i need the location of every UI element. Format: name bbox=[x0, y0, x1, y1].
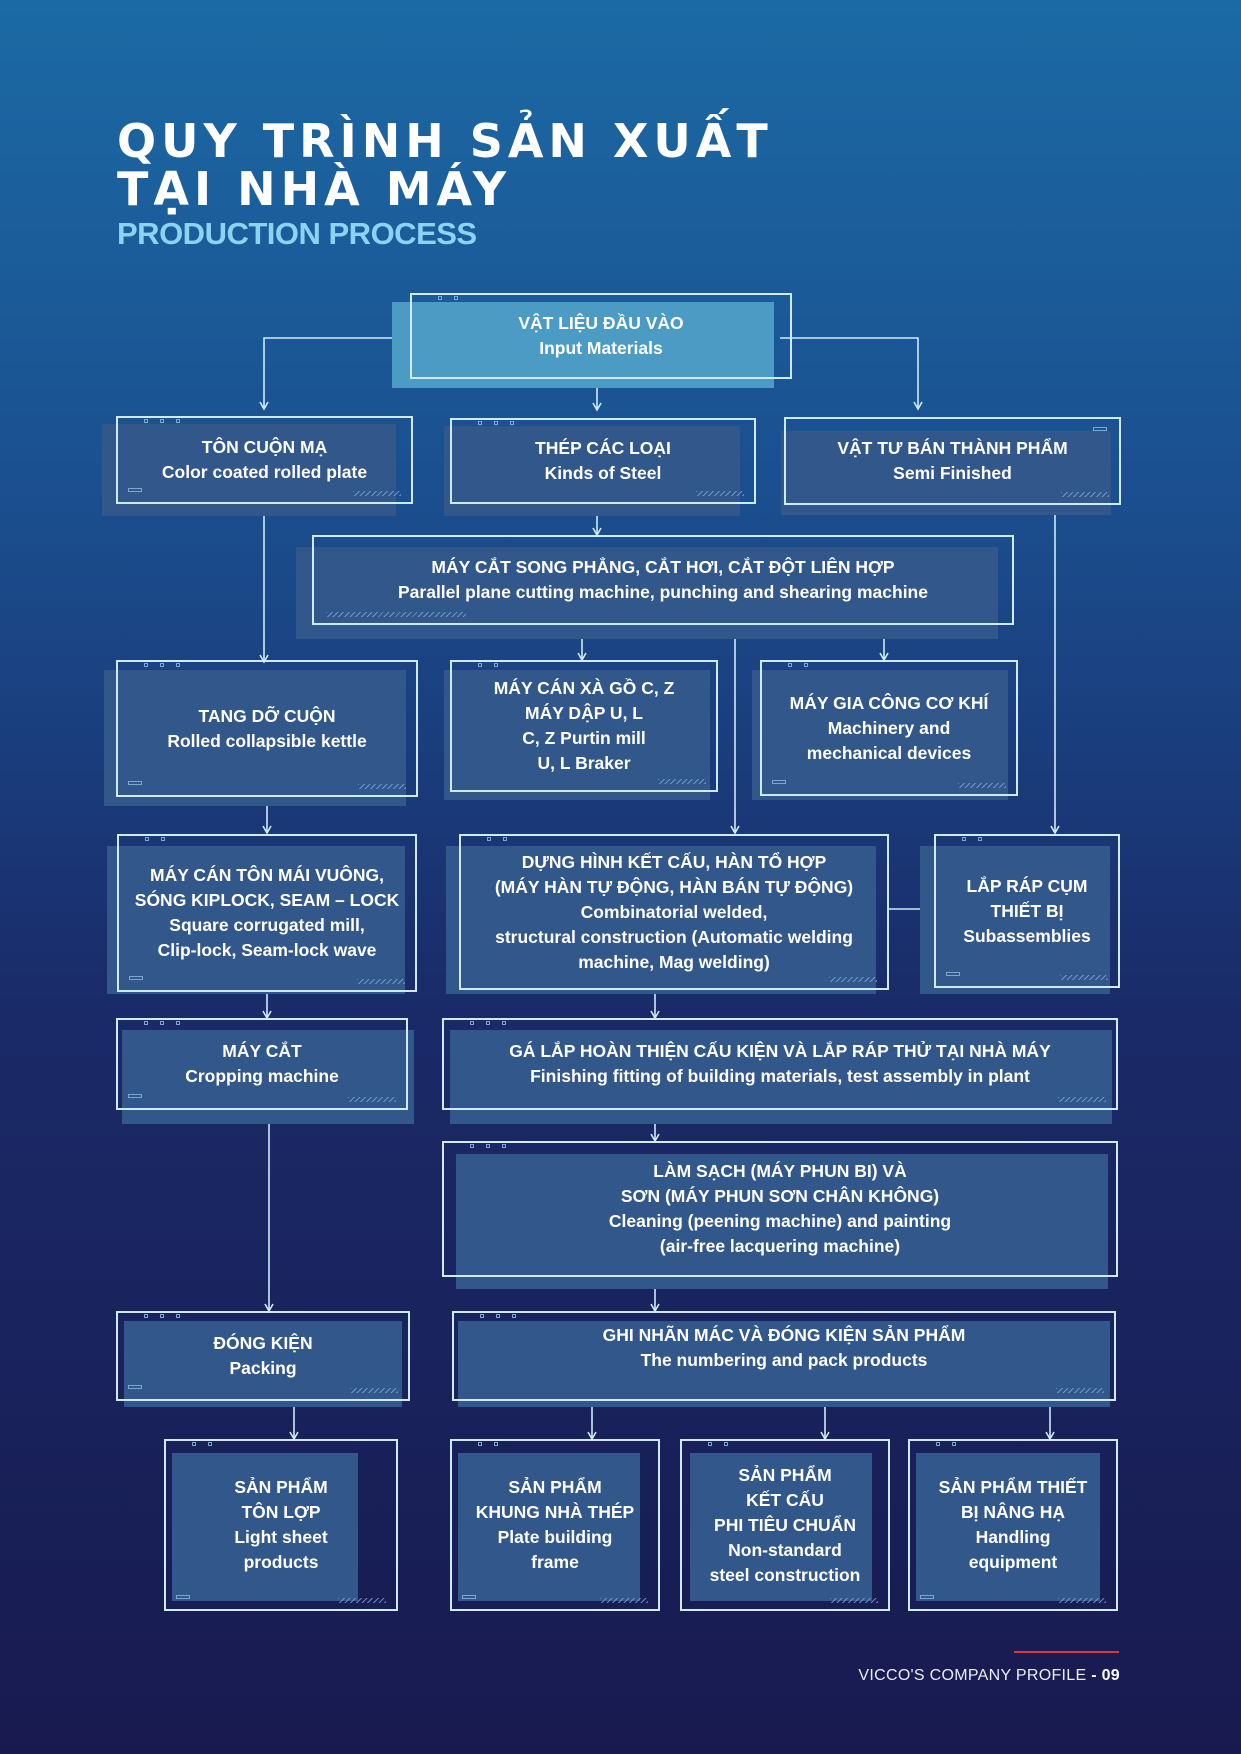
node-title: MÁY GIA CÔNG CƠ KHÍ bbox=[789, 692, 989, 713]
connector-input-to-color-coated bbox=[259, 337, 410, 411]
node-subtitle: (air-free lacquering machine) bbox=[659, 1236, 901, 1256]
node-title: MÁY CẮT bbox=[222, 1041, 302, 1061]
node-subassemblies: LẮP RÁP CỤM THIẾT BỊ Subassemblies bbox=[920, 834, 1120, 994]
node-title: TÔN LỢP bbox=[241, 1502, 321, 1522]
node-subtitle: Finishing fitting of building materials,… bbox=[530, 1066, 1030, 1086]
node-light-sheet-products: SẢN PHẨM TÔN LỢP Light sheet products bbox=[162, 1439, 400, 1613]
node-subtitle: Input Materials bbox=[539, 338, 663, 358]
node-title: TÔN CUỘN MẠ bbox=[201, 437, 328, 457]
node-subtitle: Handling bbox=[975, 1527, 1051, 1547]
node-subtitle: Cropping machine bbox=[185, 1066, 339, 1086]
node-semi-finished: VẬT TƯ BÁN THÀNH PHẨM Semi Finished bbox=[781, 417, 1121, 516]
node-subtitle: Combinatorial welded, bbox=[580, 901, 768, 922]
node-subtitle: The numbering and pack products bbox=[640, 1350, 928, 1370]
node-title: SẢN PHẨM bbox=[738, 1464, 832, 1485]
node-cleaning: LÀM SẠCH (MÁY PHUN BI) VÀ SƠN (MÁY PHUN … bbox=[440, 1141, 1120, 1289]
node-subtitle: Packing bbox=[229, 1358, 297, 1378]
node-subtitle: C, Z Purtin mill bbox=[522, 728, 646, 748]
node-subtitle: Semi Finished bbox=[893, 463, 1012, 483]
footer-separator: - bbox=[1086, 1667, 1102, 1684]
node-subtitle: Subassemblies bbox=[963, 925, 1091, 946]
node-title: GHI NHÃN MÁC VÀ ĐÓNG KIỆN SẢN PHẨM bbox=[602, 1325, 966, 1345]
connector-input-to-semi-finished bbox=[780, 337, 923, 411]
node-handling-equipment: SẢN PHẨM THIẾT BỊ NÂNG HẠ Handling equip… bbox=[906, 1439, 1120, 1613]
node-subtitle: steel construction bbox=[709, 1564, 861, 1585]
node-subtitle: structural construction (Automatic weldi… bbox=[495, 926, 853, 947]
node-title: SƠN (MÁY PHUN SƠN CHÂN KHÔNG) bbox=[620, 1186, 940, 1206]
footer-accent-line bbox=[1014, 1651, 1119, 1653]
footer-page-number: 09 bbox=[1101, 1667, 1120, 1684]
node-title: KHUNG NHÀ THÉP bbox=[475, 1502, 635, 1522]
node-title: SÓNG KIPLOCK, SEAM – LOCK bbox=[134, 890, 400, 910]
node-title: KẾT CẤU bbox=[746, 1489, 824, 1510]
node-subtitle: products bbox=[243, 1552, 319, 1572]
node-title: DỰNG HÌNH KẾT CẤU, HÀN TỔ HỢP bbox=[521, 851, 827, 872]
node-numbering: GHI NHÃN MÁC VÀ ĐÓNG KIỆN SẢN PHẨM The n… bbox=[448, 1311, 1120, 1407]
node-kinds-of-steel: THÉP CÁC LOẠI Kinds of Steel bbox=[444, 418, 756, 516]
node-subtitle: Color coated rolled plate bbox=[161, 462, 368, 482]
node-title: THIẾT BỊ bbox=[990, 900, 1064, 921]
page-footer: VICCO'S COMPANY PROFILE - 09 bbox=[858, 1667, 1120, 1685]
node-non-standard-steel: SẢN PHẨM KẾT CẤU PHI TIÊU CHUẨN Non-stan… bbox=[678, 1439, 892, 1613]
node-title: ĐÓNG KIỆN bbox=[213, 1333, 313, 1353]
footer-company: VICCO'S COMPANY PROFILE bbox=[858, 1667, 1087, 1684]
node-title: BỊ NÂNG HẠ bbox=[960, 1502, 1066, 1522]
node-subtitle: mechanical devices bbox=[806, 742, 972, 763]
node-subtitle: Clip-lock, Seam-lock wave bbox=[157, 940, 377, 960]
node-subtitle: Machinery and bbox=[827, 717, 951, 738]
node-input-materials: VẬT LIỆU ĐẦU VÀO Input Materials bbox=[392, 293, 792, 392]
node-subtitle: U, L Braker bbox=[537, 753, 631, 773]
page-title-line2: TẠI NHÀ MÁY bbox=[117, 162, 512, 216]
node-purlin-mill: MÁY CÁN XÀ GỒ C, Z MÁY DẬP U, L C, Z Pur… bbox=[444, 660, 720, 800]
page-subtitle: PRODUCTION PROCESS bbox=[117, 216, 477, 251]
node-subtitle: Rolled collapsible kettle bbox=[167, 730, 367, 751]
node-title: VẬT LIỆU ĐẦU VÀO bbox=[518, 313, 684, 333]
node-title: MÁY CÁN TÔN MÁI VUÔNG, bbox=[150, 865, 384, 885]
node-title: SẢN PHẨM bbox=[234, 1477, 328, 1497]
node-title: MÁY DẬP U, L bbox=[525, 703, 643, 723]
page-title-line1: QUY TRÌNH SẢN XUẤT bbox=[117, 114, 773, 168]
node-cutting-machine: MÁY CẮT SONG PHẲNG, CẮT HƠI, CẮT ĐỘT LIÊ… bbox=[296, 535, 1018, 641]
node-subtitle: machine, Mag welding) bbox=[578, 951, 770, 972]
node-welding: DỰNG HÌNH KẾT CẤU, HÀN TỔ HỢP (MÁY HÀN T… bbox=[446, 834, 889, 994]
node-subtitle: equipment bbox=[968, 1552, 1058, 1572]
node-title: SẢN PHẨM THIẾT bbox=[938, 1477, 1088, 1497]
node-title: LẮP RÁP CỤM bbox=[966, 875, 1088, 896]
node-collapsible-kettle: TANG DỠ CUỘN Rolled collapsible kettle bbox=[104, 660, 418, 806]
node-subtitle: frame bbox=[531, 1552, 579, 1572]
node-title: MÁY CẮT SONG PHẲNG, CẮT HƠI, CẮT ĐỘT LIÊ… bbox=[431, 557, 895, 577]
node-title: (MÁY HÀN TỰ ĐỘNG, HÀN BÁN TỰ ĐỘNG) bbox=[494, 876, 854, 897]
node-subtitle: Cleaning (peening machine) and painting bbox=[608, 1211, 952, 1231]
node-test-assembly: GÁ LẮP HOÀN THIỆN CẤU KIỆN VÀ LẮP RÁP TH… bbox=[440, 1018, 1120, 1124]
node-title: LÀM SẠCH (MÁY PHUN BI) VÀ bbox=[653, 1161, 907, 1181]
node-title: TANG DỠ CUỘN bbox=[198, 705, 336, 726]
node-subtitle: Non-standard bbox=[728, 1539, 842, 1560]
node-corrugated-mill: MÁY CÁN TÔN MÁI VUÔNG, SÓNG KIPLOCK, SEA… bbox=[107, 834, 419, 994]
node-subtitle: Square corrugated mill, bbox=[169, 915, 365, 935]
node-title: THÉP CÁC LOẠI bbox=[535, 438, 671, 458]
node-color-coated-plate: TÔN CUỘN MẠ Color coated rolled plate bbox=[102, 416, 414, 516]
node-machinery: MÁY GIA CÔNG CƠ KHÍ Machinery and mechan… bbox=[752, 660, 1018, 800]
node-title: PHI TIÊU CHUẨN bbox=[714, 1514, 856, 1535]
node-subtitle: Plate building bbox=[497, 1527, 613, 1547]
node-title: GÁ LẮP HOÀN THIỆN CẤU KIỆN VÀ LẮP RÁP TH… bbox=[509, 1041, 1051, 1061]
node-subtitle: Light sheet bbox=[234, 1527, 328, 1547]
node-building-frame: SẢN PHẨM KHUNG NHÀ THÉP Plate building f… bbox=[448, 1439, 664, 1613]
node-subtitle: Kinds of Steel bbox=[544, 463, 662, 483]
node-packing: ĐÓNG KIỆN Packing bbox=[114, 1311, 414, 1407]
node-title: SẢN PHẨM bbox=[508, 1477, 602, 1497]
node-title: VẬT TƯ BÁN THÀNH PHẨM bbox=[837, 438, 1068, 458]
node-subtitle: Parallel plane cutting machine, punching… bbox=[398, 582, 928, 602]
node-title: MÁY CÁN XÀ GỒ C, Z bbox=[493, 678, 675, 698]
node-cropping-machine: MÁY CẮT Cropping machine bbox=[114, 1018, 414, 1124]
